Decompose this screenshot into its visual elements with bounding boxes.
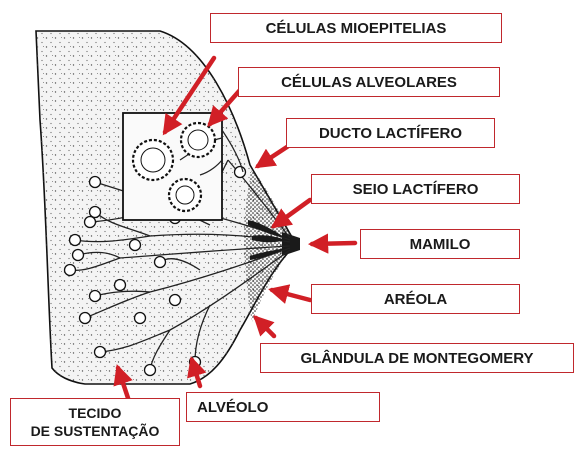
label-areola: ARÉOLA (311, 284, 520, 314)
label-nipple: MAMILO (360, 229, 520, 259)
label-lactiferous-sinus: SEIO LACTÍFERO (311, 174, 520, 204)
arrow-areola (272, 290, 310, 300)
label-lactiferous-duct: DUCTO LACTÍFERO (286, 118, 495, 148)
arrow-nipple (312, 243, 355, 244)
label-supporting-tissue-line2: DE SUSTENTAÇÃO (31, 422, 160, 440)
arrow-montgomery (256, 318, 274, 336)
nipple (282, 232, 300, 256)
label-alveolar-cells: CÉLULAS ALVEOLARES (238, 67, 500, 97)
label-supporting-tissue: TECIDO DE SUSTENTAÇÃO (10, 398, 180, 446)
label-myoepithelial-cells: CÉLULAS MIOEPITELIAS (210, 13, 502, 43)
label-alveolus: ALVÉOLO (186, 392, 380, 422)
label-montgomery-gland: GLÂNDULA DE MONTEGOMERY (260, 343, 574, 373)
label-supporting-tissue-line1: TECIDO (69, 404, 122, 422)
